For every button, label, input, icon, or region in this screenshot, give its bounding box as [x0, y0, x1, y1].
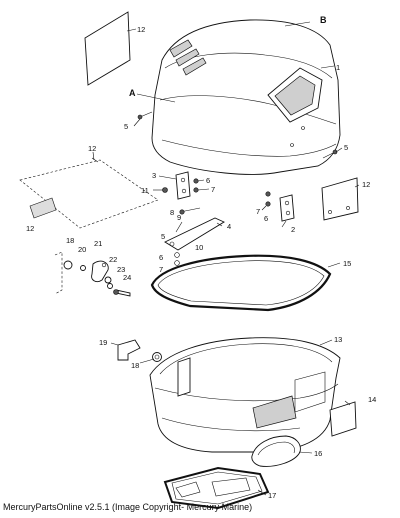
callout-12-top: 12 — [137, 25, 145, 34]
callout-12-dashed-label: 12 — [26, 224, 34, 233]
callout-5-b: 5 — [344, 143, 348, 152]
callout-6-b: 6 — [264, 214, 268, 223]
callout-11: 10 — [195, 243, 203, 252]
decal-12-dashed-group — [19, 157, 159, 229]
callout-15: 15 — [343, 259, 351, 268]
hinge-bracket-4 — [175, 171, 191, 200]
decal-14 — [329, 401, 357, 437]
callout-14: 14 — [368, 395, 376, 404]
callout-18-a: 18 — [66, 236, 74, 245]
view-letter-a: A — [129, 88, 136, 98]
view-letter-b: B — [320, 15, 327, 25]
image-copyright-footer: MercuryPartsOnline v2.5.1 (Image Copyrig… — [3, 502, 253, 512]
latch-19 — [117, 339, 141, 361]
bottom-cowl — [149, 337, 341, 453]
latch-hardware-group — [54, 251, 131, 297]
callout-3: 2 — [291, 225, 295, 234]
callout-23: 23 — [117, 265, 125, 274]
leader-lines — [92, 21, 360, 496]
callout-12-dashed: 12 — [88, 144, 96, 153]
callout-17: 17 — [268, 491, 276, 500]
callout-4: 3 — [152, 171, 156, 180]
callout-18-b: 18 — [131, 361, 139, 370]
gasket-17 — [163, 466, 270, 510]
callout-6-a: 6 — [206, 176, 210, 185]
callout-13: 13 — [334, 335, 342, 344]
callout-2: 4 — [227, 222, 231, 231]
callout-24: 24 — [123, 273, 131, 282]
callout-5-c: 5 — [161, 232, 165, 241]
cowl-seal-15 — [150, 254, 332, 312]
callout-16: 16 — [314, 449, 322, 458]
callout-12-right: 12 — [362, 180, 370, 189]
callout-8: 8 — [170, 208, 174, 217]
small-fasteners — [137, 111, 338, 266]
callout-labels: 12 1 5 5 12 3 6 11 7 12 7 6 8 9 2 12 4 5… — [26, 25, 376, 500]
latch-bracket-3 — [279, 194, 295, 222]
callout-19: 19 — [99, 338, 107, 347]
callout-7-b: 7 — [256, 207, 260, 216]
callout-9: 9 — [177, 213, 181, 222]
latch-lever-2 — [164, 217, 225, 251]
callout-21: 21 — [94, 239, 102, 248]
callout-1: 1 — [336, 63, 340, 72]
callout-5-a: 5 — [124, 122, 128, 131]
callout-20: 20 — [78, 245, 86, 254]
decal-12-right — [321, 177, 359, 221]
callout-7-a: 7 — [211, 185, 215, 194]
callout-10: 11 — [141, 186, 149, 195]
top-cowl — [151, 19, 341, 175]
callout-6-c: 6 — [159, 253, 163, 262]
decal-12-top — [84, 11, 131, 86]
grommet-18-lower — [152, 352, 162, 362]
callout-7-c: 7 — [159, 265, 163, 274]
callout-22: 22 — [109, 255, 117, 264]
